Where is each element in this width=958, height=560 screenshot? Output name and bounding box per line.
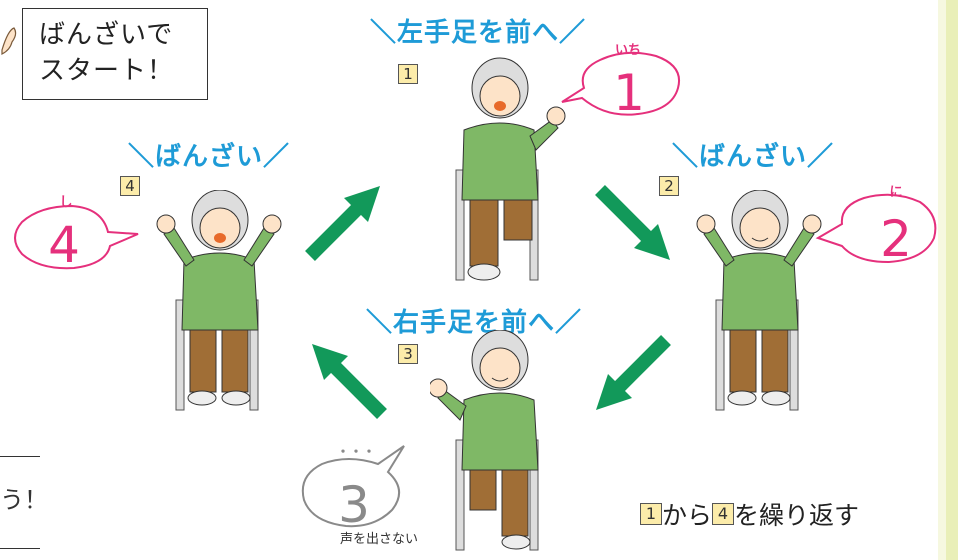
step1-header: ＼左手足を前へ／ bbox=[370, 18, 587, 48]
step2-box: 2 bbox=[659, 176, 679, 196]
step3-box: 3 bbox=[398, 344, 418, 364]
elderly-person-illustration bbox=[430, 330, 539, 551]
count1-number: 1 bbox=[613, 64, 645, 120]
count3-dots: ・・・ bbox=[336, 445, 375, 460]
elderly-person-illustration bbox=[455, 57, 566, 281]
step3-header: ＼右手足を前へ／ bbox=[366, 308, 583, 338]
repeat-tail: を繰り返す bbox=[734, 501, 860, 530]
start-instruction-box: ばんざいで スタート！ bbox=[22, 8, 208, 100]
count1-bubble: 1 いち bbox=[561, 43, 680, 120]
elderly-person-illustration bbox=[156, 190, 282, 411]
count2-number: 2 bbox=[880, 210, 912, 268]
count1-furigana: いち bbox=[615, 43, 641, 58]
count3-number: 3 bbox=[338, 476, 370, 528]
page-edge-strip bbox=[946, 0, 958, 560]
repeat-step-to: 4 bbox=[712, 503, 735, 525]
repeat-instruction: 1 から 4 を繰り返す bbox=[640, 496, 859, 532]
count3-bubble: 3 ・・・ bbox=[301, 445, 405, 528]
green-arrow-icon bbox=[312, 344, 387, 419]
elderly-person-illustration bbox=[696, 190, 822, 411]
count4-bubble: 4 し bbox=[14, 195, 139, 274]
step1-box: 1 bbox=[398, 64, 418, 84]
start-line1: ばんざいで bbox=[39, 20, 174, 50]
step2-header: ＼ばんざい／ bbox=[672, 142, 835, 172]
page-edge-strip-light bbox=[938, 0, 946, 560]
repeat-mid: から bbox=[662, 501, 713, 530]
hand-fragment-icon bbox=[0, 20, 18, 60]
count4-number: 4 bbox=[48, 216, 80, 274]
count4-furigana: し bbox=[59, 195, 72, 210]
left-rule-bottom bbox=[0, 548, 40, 549]
silent-note: 声を出さない bbox=[340, 532, 419, 547]
step4-box: 4 bbox=[120, 176, 140, 196]
green-arrow-icon bbox=[305, 186, 380, 261]
count2-furigana: に bbox=[889, 185, 902, 200]
repeat-step-from: 1 bbox=[640, 503, 662, 525]
left-rule-top bbox=[0, 456, 40, 457]
green-arrow-icon bbox=[595, 185, 670, 260]
left-fragment-text: う！ bbox=[0, 486, 48, 514]
start-line2: スタート！ bbox=[39, 56, 175, 86]
step4-header: ＼ばんざい／ bbox=[128, 142, 291, 172]
count2-bubble: 2 に bbox=[815, 185, 937, 268]
green-arrow-icon bbox=[596, 335, 671, 410]
